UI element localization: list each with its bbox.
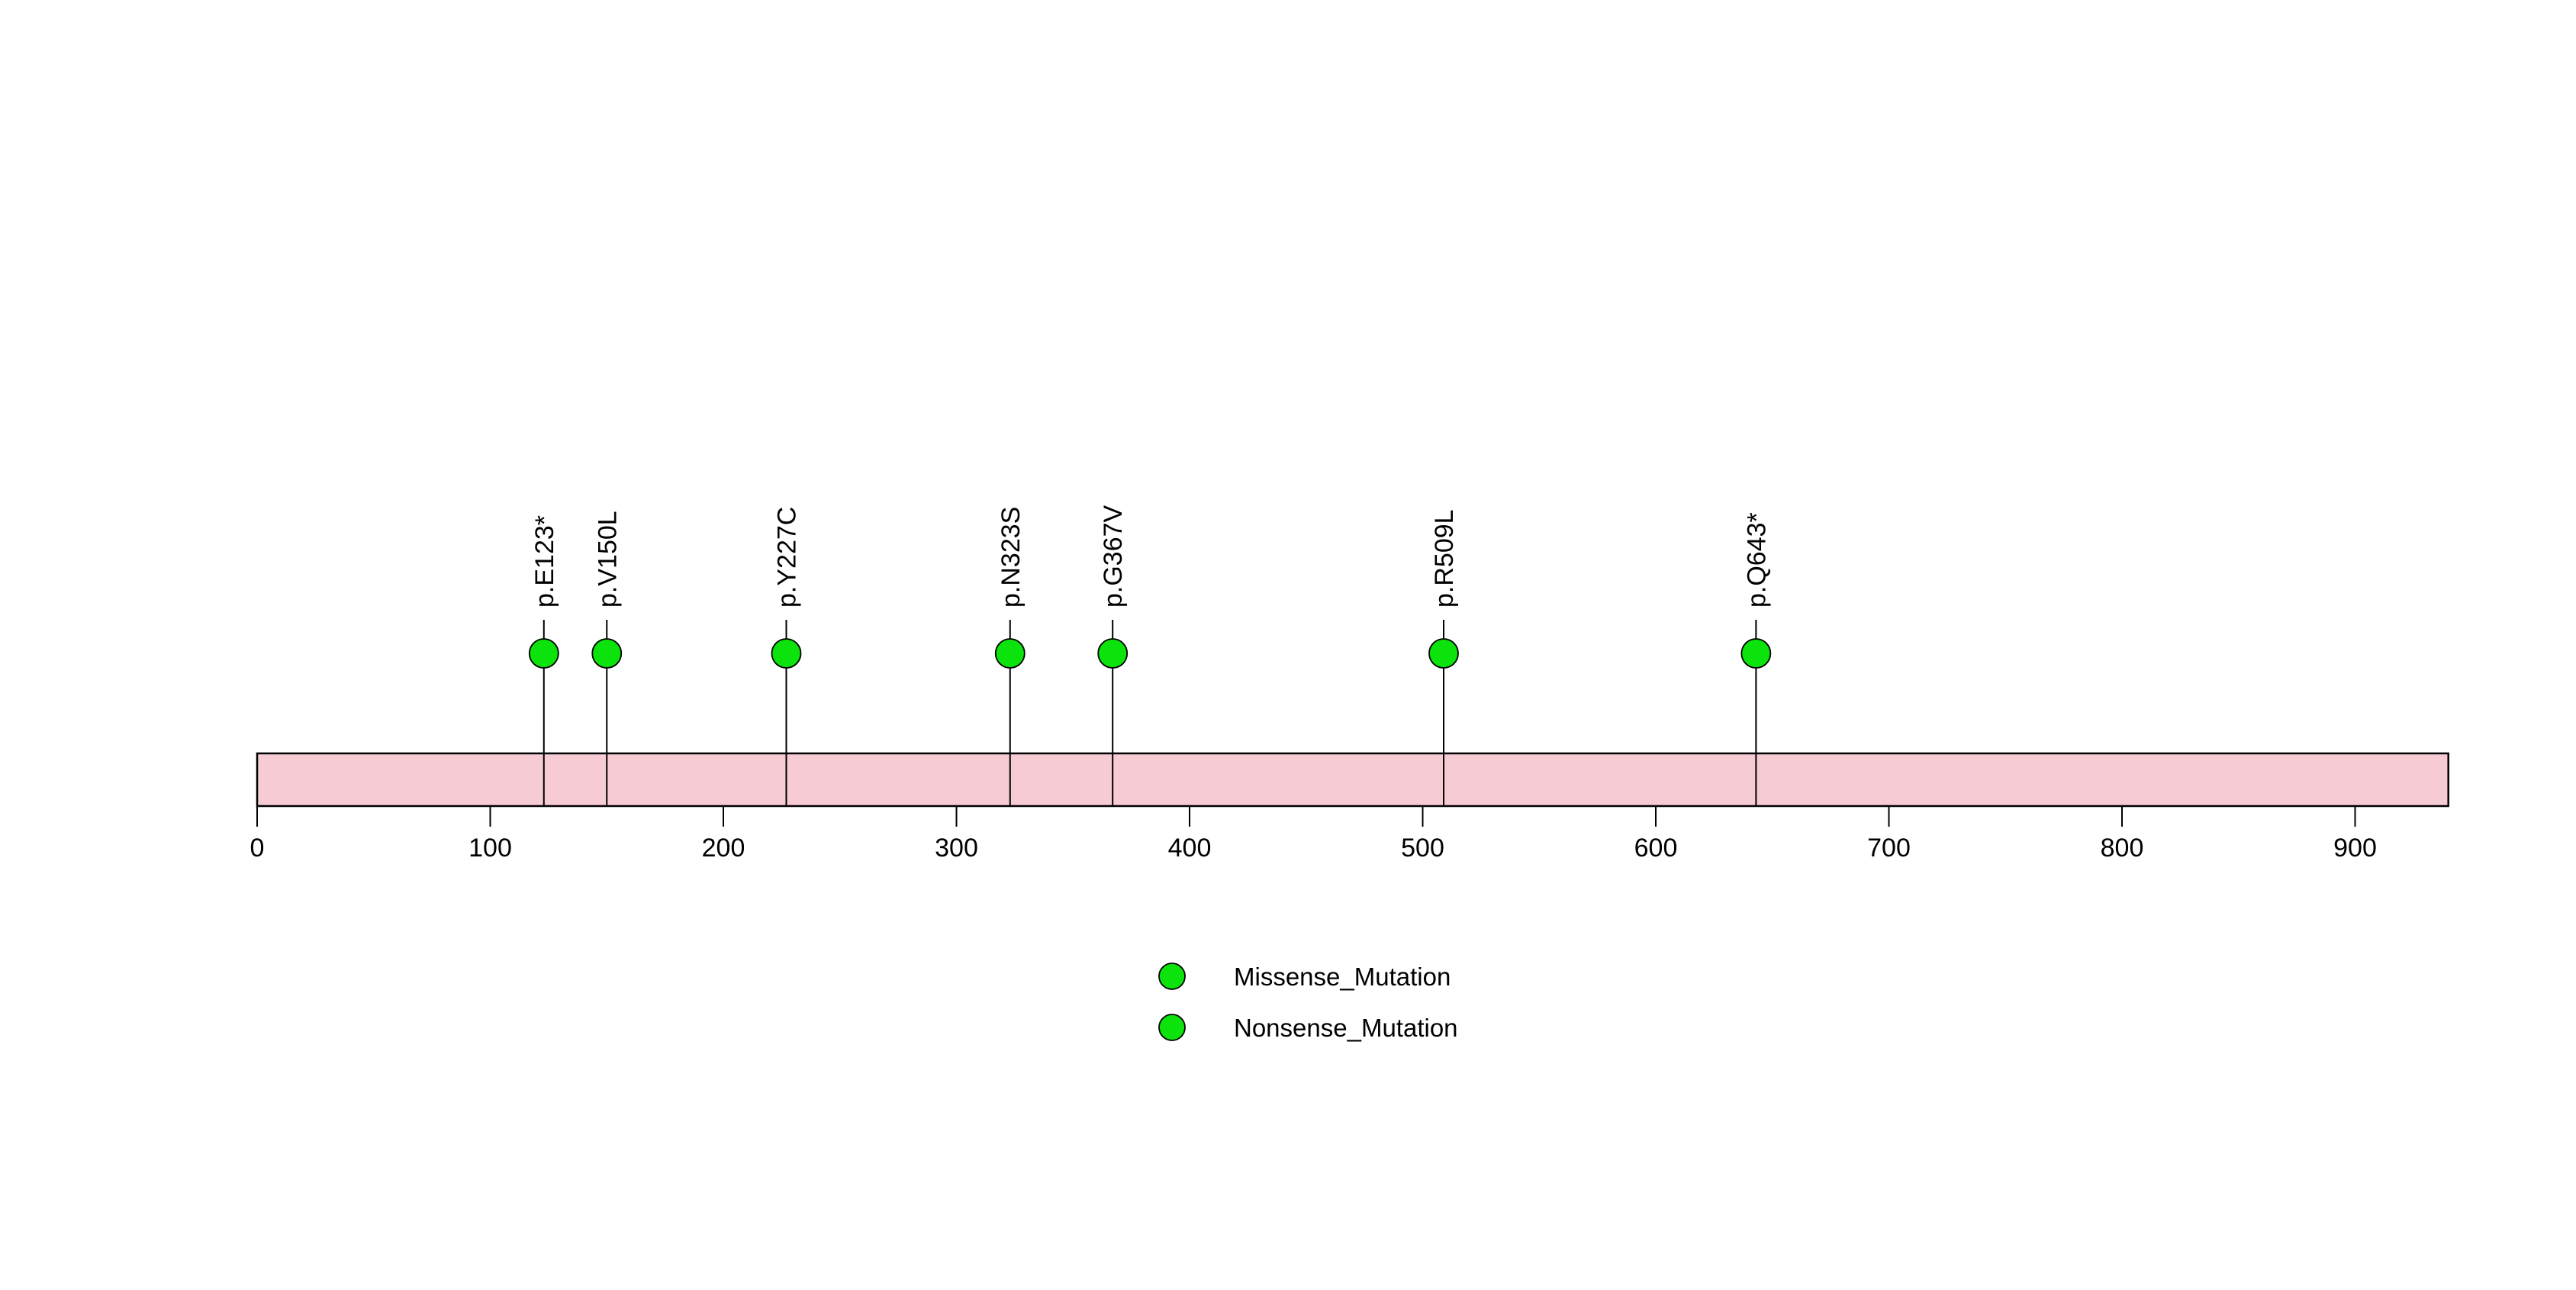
lollipop: p.Q643* (1740, 512, 1772, 806)
legend-label: Missense_Mutation (1234, 963, 1451, 991)
lollipop: p.Y227C (771, 507, 801, 806)
mutation-circle (1740, 638, 1772, 669)
lollipops: p.E123* p.V150L p.Y227C p.N323S p.G367V p.R50… (528, 505, 1772, 806)
x-axis-tick-label: 800 (2101, 834, 2144, 863)
mutation-circle (771, 638, 802, 669)
x-axis-tick-label: 900 (2333, 834, 2377, 863)
legend-item: Missense_Mutation (1158, 963, 1451, 991)
lollipop: p.N323S (994, 507, 1026, 806)
mutation-label: p.N323S (997, 507, 1026, 608)
x-axis-tick-label: 300 (935, 834, 978, 863)
x-axis-tick-label: 400 (1168, 834, 1212, 863)
mutation-label: p.V150L (593, 511, 622, 608)
lollipop: p.V150L (591, 511, 623, 806)
x-axis-tick-label: 600 (1634, 834, 1678, 863)
x-axis: 0 100 200 300 400 500 600 700 800 900 (250, 806, 2377, 863)
legend-swatch-circle (1158, 1014, 1186, 1041)
mutation-label: p.G367V (1099, 505, 1128, 608)
mutation-label: p.Q643* (1742, 512, 1771, 608)
mutation-label: p.E123* (530, 515, 559, 608)
x-axis-tick-label: 500 (1401, 834, 1444, 863)
legend-label: Nonsense_Mutation (1234, 1014, 1458, 1042)
x-axis-tick-label: 100 (469, 834, 512, 863)
mutation-label: p.R509L (1430, 509, 1459, 608)
mutation-label: p.Y227C (772, 507, 801, 608)
mutation-circle (994, 638, 1026, 669)
lollipop: p.E123* (528, 515, 559, 806)
x-axis-tick-label: 0 (250, 834, 265, 863)
lollipop: p.G367V (1097, 505, 1129, 806)
protein-track (256, 752, 2449, 808)
x-axis-tick-label: 200 (702, 834, 745, 863)
lollipop: p.R509L (1428, 509, 1459, 806)
mutation-circle (591, 638, 623, 669)
legend-swatch-circle (1158, 963, 1186, 990)
mutation-circle (528, 638, 559, 669)
x-axis-tick-label: 700 (1867, 834, 1911, 863)
legend-item: Nonsense_Mutation (1158, 1014, 1458, 1042)
mutation-circle (1097, 638, 1129, 669)
mutation-circle (1428, 638, 1459, 669)
